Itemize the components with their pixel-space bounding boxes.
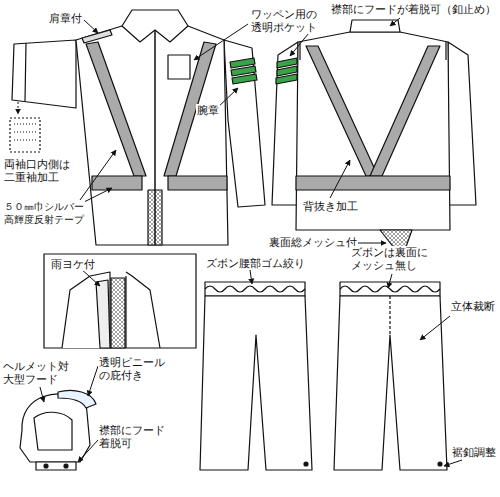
double-cuff	[10, 118, 40, 152]
back-right-sleeve	[448, 42, 476, 205]
front-pants	[200, 296, 312, 470]
leader-line	[88, 366, 98, 396]
callout-label: 雨ヨケ付	[50, 258, 96, 271]
reflective-strap	[306, 46, 378, 176]
reflective-strap	[86, 42, 146, 176]
back-body	[296, 32, 450, 230]
hood-tab	[36, 462, 76, 470]
callout-label: 襟部にフード 着脱可	[98, 424, 166, 450]
leader-line	[388, 274, 392, 288]
reflective-band	[92, 176, 142, 190]
leader-line	[194, 24, 248, 60]
clear-visor	[58, 391, 96, 409]
leader-line	[250, 270, 252, 284]
leader-line	[420, 316, 450, 340]
detail-inset	[44, 254, 196, 348]
waist-elastic	[340, 282, 440, 296]
armband	[276, 58, 297, 84]
front-body	[76, 26, 228, 245]
inset-mesh	[111, 278, 125, 348]
callout-label: ズボン腰部ゴム絞り	[205, 257, 306, 270]
back-pants	[334, 296, 447, 470]
leader-line	[40, 387, 44, 402]
callout-label: ズボンは裏面に メッシュ無し	[350, 246, 429, 272]
callout-label: 裏面総メッシュ付	[268, 236, 358, 249]
reflective-band	[296, 176, 450, 190]
back-collar	[350, 20, 400, 32]
chest-pocket	[168, 55, 190, 79]
inset-jacket	[62, 272, 160, 348]
reflective-band	[168, 176, 227, 190]
callout-label: ５０㎜巾シルバー 高輝度反射テープ	[3, 200, 85, 226]
leader-line	[18, 102, 19, 114]
leader-line	[444, 460, 462, 466]
reflective-strap	[370, 46, 440, 176]
armband	[230, 58, 257, 84]
leader-line	[390, 18, 400, 26]
waist-elastic	[205, 282, 305, 296]
leader-line	[84, 20, 98, 33]
callout-label: 裾釦調整	[451, 446, 497, 459]
leader-line	[330, 160, 350, 198]
callout-label: 立体裁断	[450, 300, 496, 313]
callout-label: 肩章付	[48, 12, 83, 25]
rain-flap	[96, 280, 110, 348]
callout-label: 背抜き加工	[302, 200, 359, 213]
callout-label: 透明ビニール の庇付き	[98, 356, 166, 382]
front-right-sleeve	[224, 40, 265, 207]
callout-label: 腕章	[196, 104, 220, 117]
front-left-sleeve	[12, 40, 76, 108]
leader-line	[78, 440, 98, 462]
helmet-hood	[20, 394, 90, 462]
callout-label: ヘルメット対 大型フード	[2, 360, 70, 386]
callout-label: 襟部にフードが着脱可（釦止め）	[330, 3, 497, 16]
callout-label: 両袖口内側は 二重袖加工	[3, 158, 71, 184]
callout-label: ワッペン用の 透明ポケット	[250, 8, 318, 34]
leader-line	[80, 150, 116, 200]
leader-line	[358, 243, 386, 244]
